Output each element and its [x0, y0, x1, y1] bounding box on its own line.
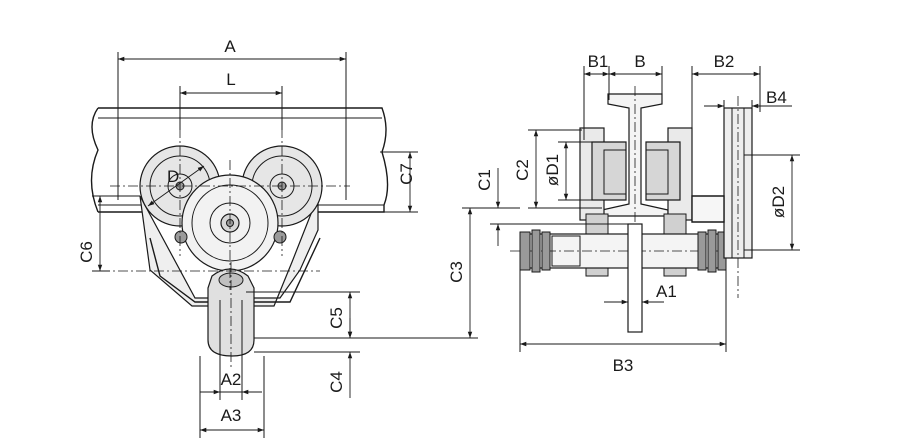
dim-label-L: L [226, 70, 235, 89]
dim-label-B1: B1 [588, 52, 609, 71]
dim-label-A3: A3 [221, 406, 242, 425]
dim-label-D2: øD2 [769, 186, 788, 218]
stud-left [174, 230, 188, 244]
dim-label-A1: A1 [656, 282, 677, 301]
dim-label-B2: B2 [714, 52, 735, 71]
side-plate-outline [149, 237, 321, 303]
dim-label-D1: øD1 [543, 154, 562, 186]
dim-label-C2: C2 [513, 159, 532, 181]
dim-label-C4: C4 [327, 371, 346, 393]
hanger-hook [207, 262, 255, 370]
side-view: B1 B B2 B4 C2 øD1 C1 øD2 [475, 52, 800, 375]
front-view: A L D C7 C6 C3 C5 C4 [77, 37, 520, 438]
dim-label-C6: C6 [77, 241, 96, 263]
dim-label-D: D [167, 167, 179, 186]
dim-label-B3: B3 [613, 356, 634, 375]
cross-shaft [510, 223, 740, 333]
dim-label-A: A [224, 37, 236, 56]
dim-label-C7: C7 [397, 163, 416, 185]
hand-wheel [691, 96, 753, 298]
dim-label-C3: C3 [447, 261, 466, 283]
dim-label-C1: C1 [475, 169, 494, 191]
stud-right [273, 230, 287, 244]
dim-label-C5: C5 [327, 307, 346, 329]
dim-label-B: B [634, 52, 645, 71]
dim-label-A2: A2 [221, 370, 242, 389]
dim-label-B4: B4 [766, 88, 787, 107]
